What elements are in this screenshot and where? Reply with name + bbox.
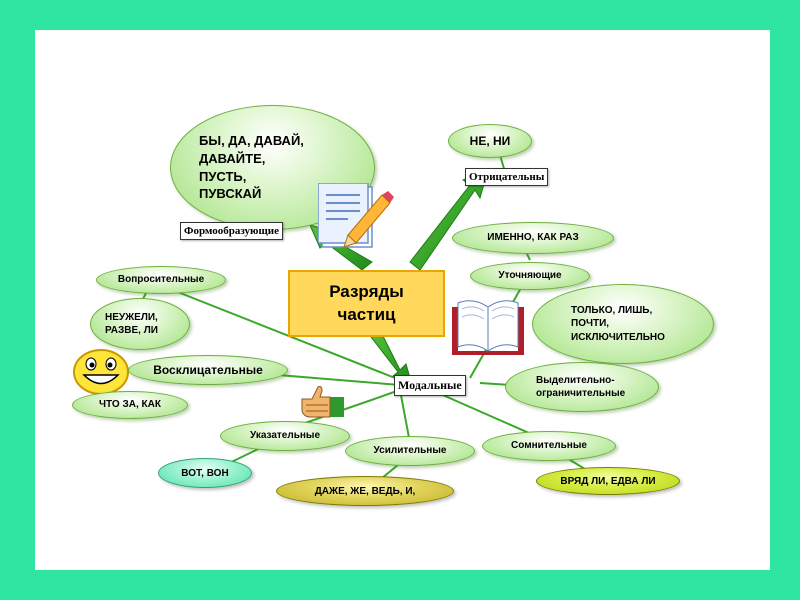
interrogative-example-line: РАЗВЕ, ЛИ [105, 325, 158, 336]
restrictive-example-line: ИСКЛЮЧИТЕЛЬНО [571, 331, 665, 343]
doubtful-bubble: Сомнительные [482, 431, 616, 461]
restrictive-example-line: ТОЛЬКО, ЛИШЬ, [571, 304, 653, 316]
clarifying-examples-bubble: ИМЕННО, КАК РАЗ [452, 222, 614, 254]
formative-example-line: ПУВСКАЙ [199, 186, 262, 202]
negative-label: Отрицательны [465, 168, 549, 186]
open-book-icon [448, 293, 528, 361]
restrictive-examples-bubble: ТОЛЬКО, ЛИШЬ, ПОЧТИ, ИСКЛЮЧИТЕЛЬНО [532, 284, 714, 364]
negative-examples-bubble: НЕ, НИ [448, 124, 532, 158]
interrogative-bubble: Вопросительные [96, 266, 226, 294]
formative-label: Формообразующие [180, 222, 283, 240]
formative-example-line: БЫ, ДА, ДАВАЙ, [199, 133, 304, 149]
restrictive-bubble: Выделительно- ограничительные [505, 362, 659, 412]
interrogative-example-line: НЕУЖЕЛИ, [105, 311, 158, 323]
restrictive-example-line: ПОЧТИ, [571, 318, 610, 330]
central-topic: Разряды частиц [288, 270, 445, 337]
doubtful-examples-pill: ВРЯД ЛИ, ЕДВА ЛИ [536, 467, 680, 495]
demonstrative-examples-pill: ВОТ, ВОН [158, 458, 252, 488]
smiley-icon [72, 348, 130, 396]
demonstrative-bubble: Указательные [220, 421, 350, 451]
exclamatory-bubble: Восклицательные [128, 355, 288, 385]
restrictive-label-line: ограничительные [536, 388, 626, 399]
central-title-line: Разряды [329, 282, 404, 302]
clarifying-bubble: Уточняющие [470, 262, 590, 290]
restrictive-label-line: Выделительно- [536, 374, 615, 386]
intensifying-examples-pill: ДАЖЕ, ЖЕ, ВЕДЬ, И, [276, 476, 454, 506]
intensifying-bubble: Усилительные [345, 436, 475, 466]
interrogative-examples-bubble: НЕУЖЕЛИ, РАЗВЕ, ЛИ [90, 298, 190, 350]
modal-label: Модальные [394, 375, 466, 396]
exclamatory-examples-bubble: ЧТО ЗА, КАК [72, 391, 188, 419]
central-title-line: частиц [337, 304, 396, 324]
document-pencil-icon [317, 182, 398, 253]
formative-example-line: ПУСТЬ, [199, 168, 247, 184]
formative-example-line: ДАВАЙТЕ, [199, 150, 266, 166]
thumbs-up-icon [298, 383, 346, 421]
